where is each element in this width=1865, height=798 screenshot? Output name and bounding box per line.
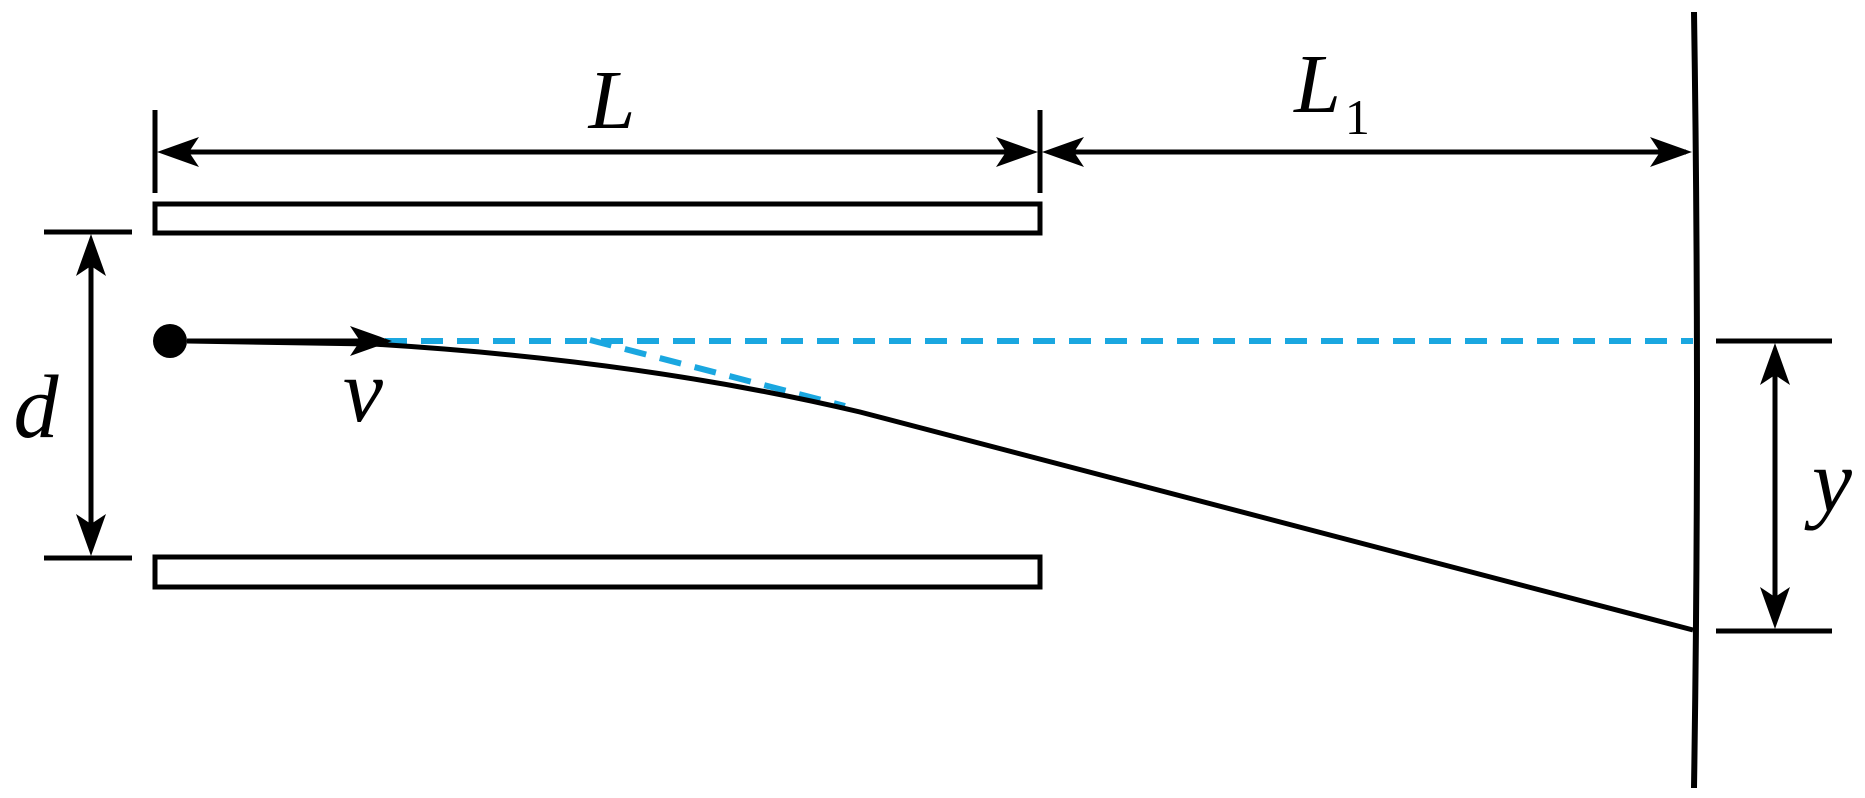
upper-plate <box>152 201 1043 236</box>
lower-plate <box>152 554 1043 590</box>
separation-dimension <box>44 229 132 561</box>
plate-length-label: L <box>588 54 636 147</box>
particle-trajectory <box>186 338 1694 633</box>
gap-length-label: L1 <box>1293 38 1370 145</box>
tangent-extension-line <box>589 337 846 409</box>
deflection-label: y <box>1804 432 1852 531</box>
length-dimension <box>152 110 1692 193</box>
screen-line <box>1691 11 1700 789</box>
charged-particle <box>153 324 187 358</box>
plate-separation-label: d <box>14 358 60 457</box>
velocity-label: v <box>343 342 383 441</box>
deflection-dimension <box>1716 338 1832 634</box>
